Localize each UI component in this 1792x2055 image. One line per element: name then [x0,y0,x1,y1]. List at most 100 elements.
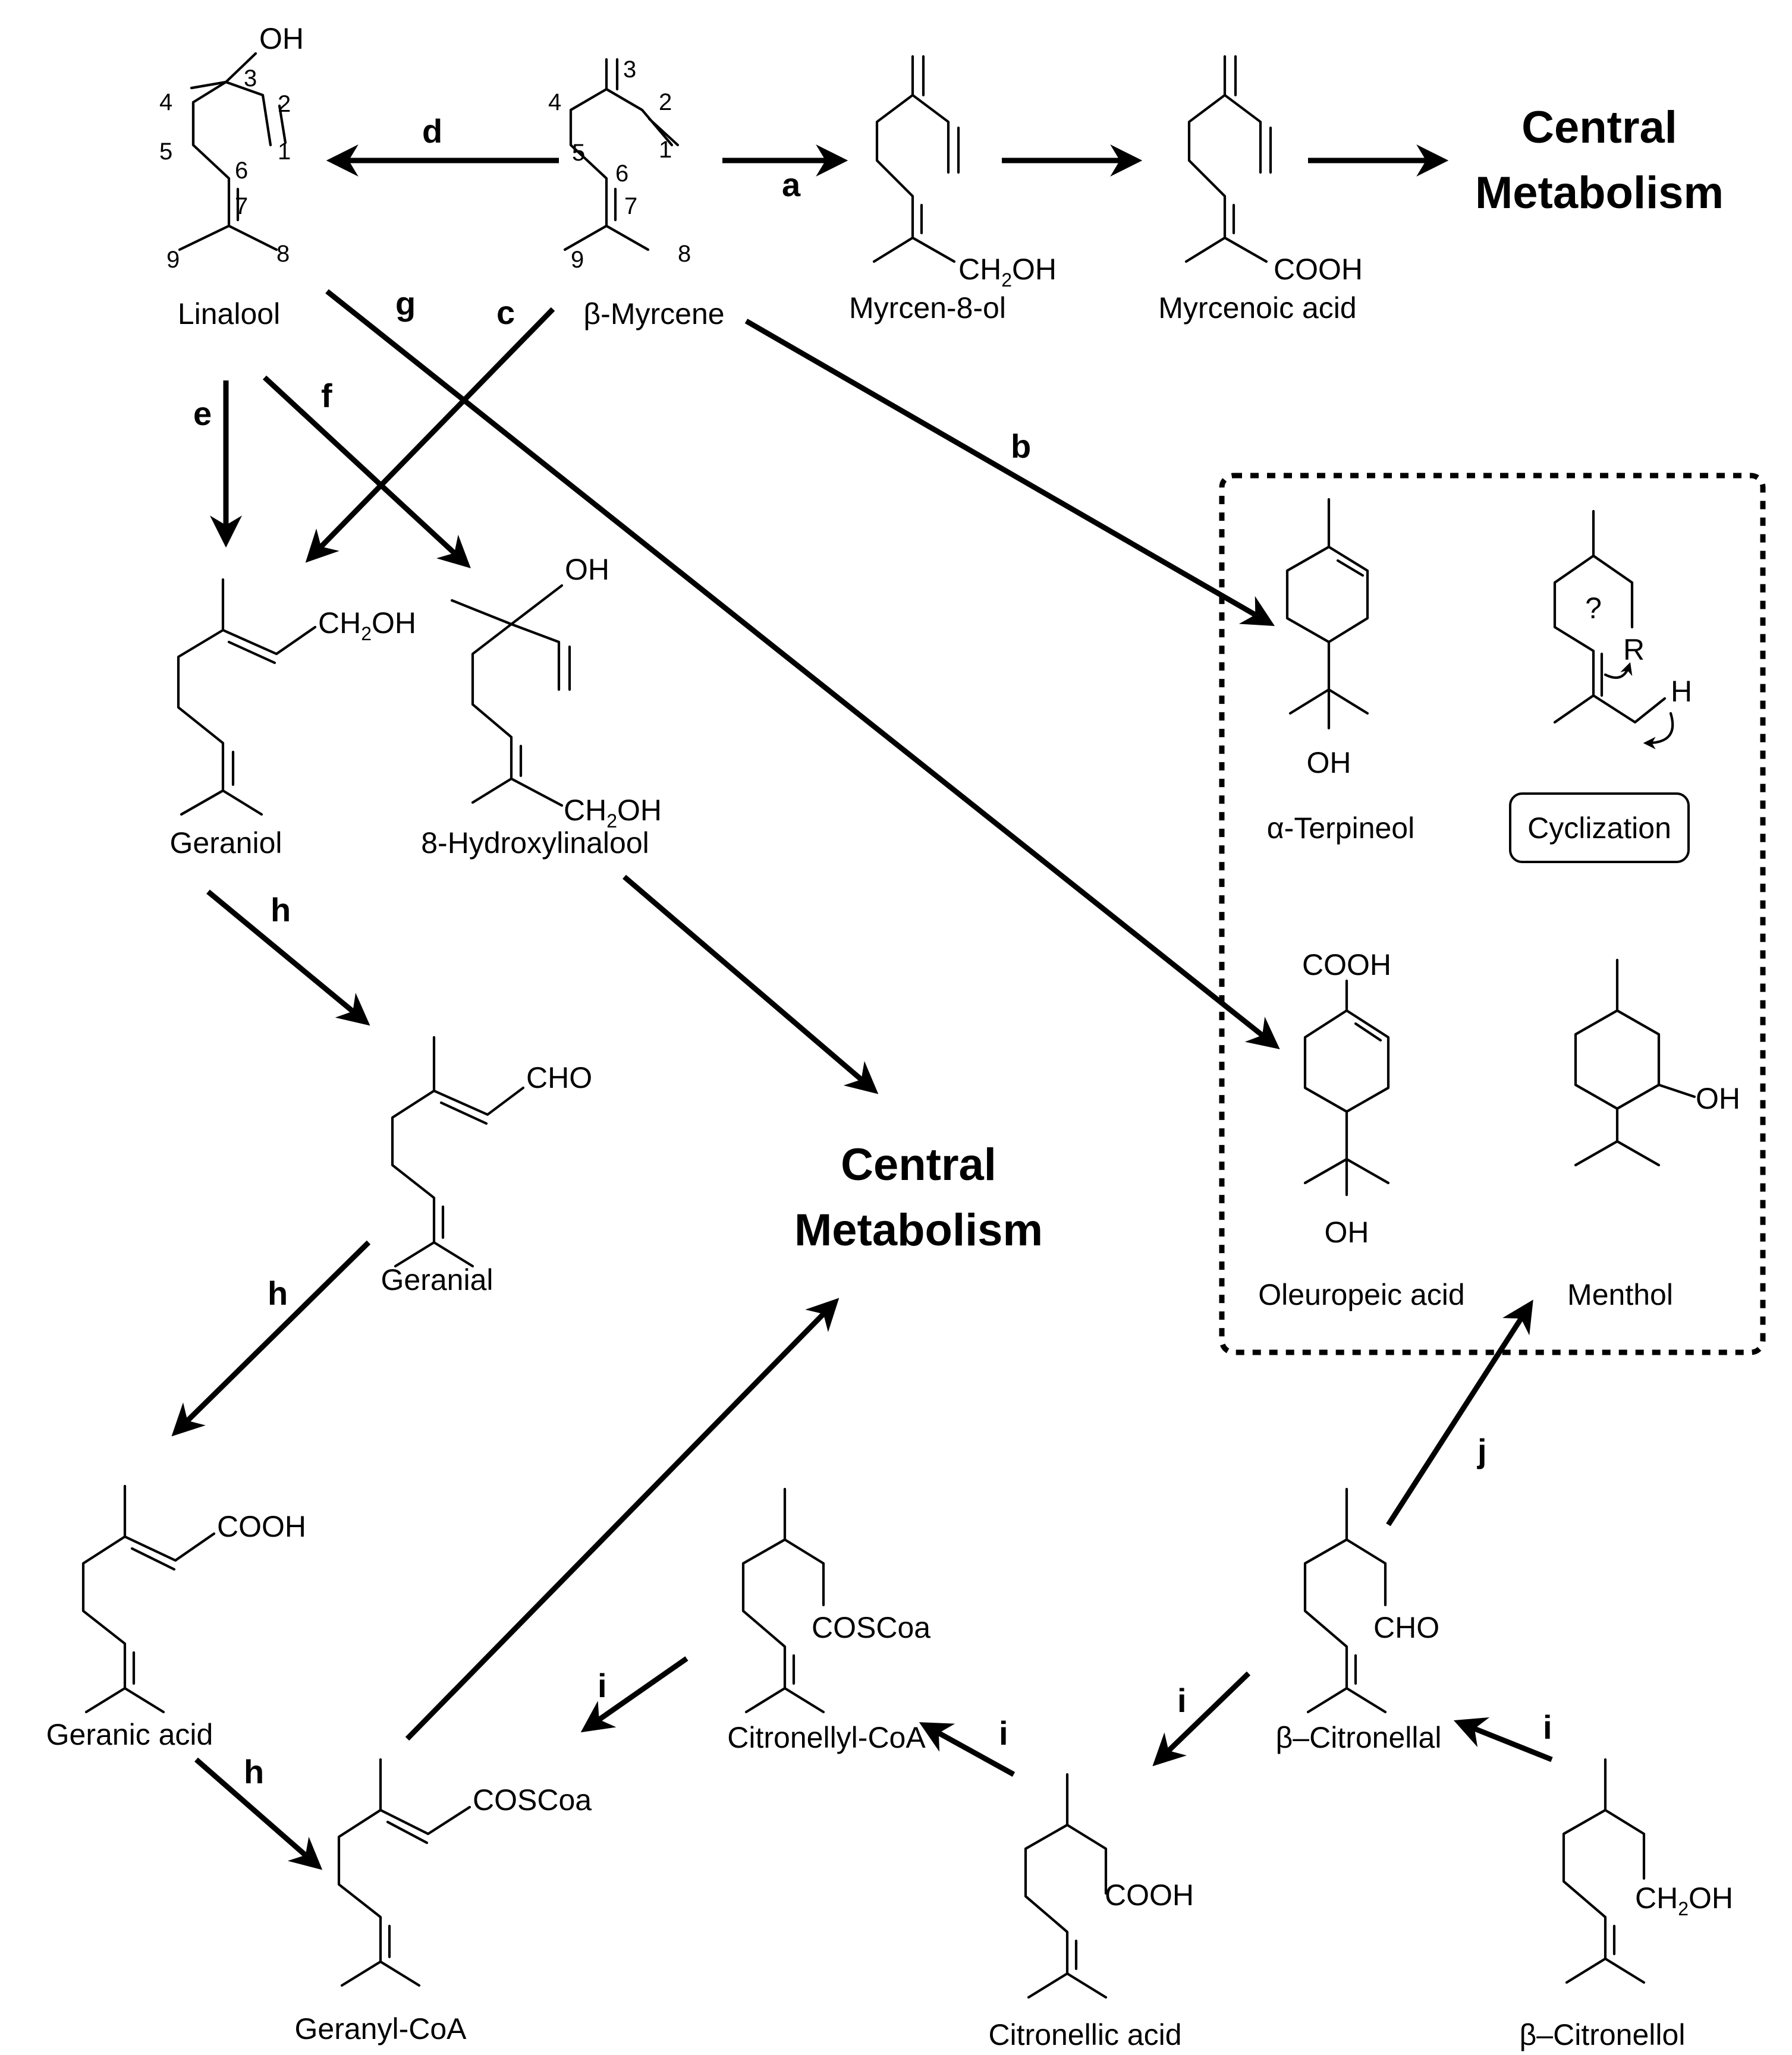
compound-label-oleuropeic-acid: Oleuropeic acid [1258,1278,1464,1311]
oh-group: OH [565,553,609,586]
ch2oh-group: CH2OH [318,606,416,644]
compound-label-geranic-acid: Geranic acid [46,1718,213,1751]
cooh-group: COOH [1302,948,1391,981]
step-label-e: e [193,395,212,432]
myrcenoic-acid-structure: COOH [1184,55,1363,286]
arrow-i2 [919,1722,1016,1777]
geranic-acid-structure: COOH [81,1484,306,1714]
atom-number: 7 [624,193,637,219]
coscoa-group: COSCoa [812,1611,930,1644]
cyclization-label: Cyclization [1527,811,1671,845]
cho-group: CHO [526,1061,592,1094]
ch2oh-group: CH2OH [958,253,1057,291]
citronellal-structure: CHO [1303,1487,1439,1714]
linalool-structure: OH 3 2 1 4 5 6 7 8 9 [159,22,304,273]
step-label-g: g [395,285,416,322]
compound-label-myrcene: β-Myrcene [583,297,724,331]
atom-number: 2 [659,89,672,115]
citronellol-structure: CH2OH [1562,1758,1733,1984]
compound-label-myrcenoic-acid: Myrcenoic acid [1158,291,1356,325]
geraniol-structure: CH2OH [177,578,416,816]
oh-group: OH [259,22,304,55]
step-label-h: h [244,1753,264,1790]
compound-label-citronellol: β–Citronellol [1520,2018,1686,2051]
step-label-h: h [271,891,291,929]
compound-label-8-hydroxylinalool: 8-Hydroxylinalool [421,826,649,860]
compound-label-citronellyl-coa: Citronellyl-CoA [727,1721,926,1754]
atom-number: 3 [244,65,257,92]
arrow-c [305,307,555,563]
reaction-arrows [171,144,1553,1870]
step-labels: a b c d e f g h h h i i i i j [193,112,1552,1790]
step-label-i: i [1543,1708,1552,1746]
atom-number: 4 [548,89,561,115]
step-label-i: i [598,1667,607,1704]
r-group: R [1623,633,1645,666]
atom-number: 4 [159,89,172,115]
arrow-h2 [171,1240,371,1437]
cyclic-products-box [1219,473,1766,1355]
atom-number: 2 [278,91,291,117]
arrow-geranylcoa-to-central [405,1298,840,1741]
atom-number: 1 [278,139,291,165]
arrow-hydroxylinalool-to-central [623,874,879,1094]
geranyl-coa-structure: COSCoa [337,1758,592,1987]
step-label-h: h [268,1274,288,1312]
atom-number: 8 [678,241,691,267]
cyclization-box [1509,792,1690,863]
step-label-b: b [1011,427,1031,465]
8-hydroxylinalool-structure: OH CH2OH [450,553,662,832]
question-mark: ? [1585,591,1602,625]
atom-number: 5 [159,139,172,165]
cooh-group: COOH [217,1510,306,1543]
arrow-h1 [206,889,370,1026]
alpha-terpineol-structure: OH [1285,498,1369,779]
central-metabolism-label: Metabolism [794,1205,1043,1255]
step-label-f: f [321,377,332,414]
step-label-d: d [422,112,442,150]
step-label-i: i [1177,1682,1187,1719]
compound-label-citronellal: β–Citronellal [1276,1721,1442,1754]
atom-number: 1 [659,137,672,163]
electron-arrow-icon [1643,712,1674,750]
step-label-i: i [999,1714,1008,1752]
oh-group: OH [1307,746,1351,779]
citronellic-acid-structure: COOH [1024,1773,1194,1999]
electron-arrow-icon [1604,662,1633,679]
step-label-j: j [1477,1432,1487,1469]
arrow-i3 [1152,1671,1251,1767]
oleuropeic-acid-structure: COOH OH [1302,948,1391,1249]
h-atom: H [1671,675,1692,708]
ch2oh-group: CH2OH [1635,1881,1733,1919]
arrow-j [1386,1299,1533,1527]
compound-label-myrcen-8-ol: Myrcen-8-ol [849,291,1006,325]
central-metabolism-label: Central [1521,102,1677,153]
cho-group: CHO [1373,1611,1439,1644]
arrow-i4 [1453,1717,1553,1763]
myrcen-8-ol-structure: CH2OH [872,55,1057,291]
atom-number: 9 [571,247,584,273]
compound-label-geranial: Geranial [381,1263,493,1296]
atom-number: 3 [623,56,636,83]
cooh-group: COOH [1105,1878,1194,1912]
compound-label-menthol: Menthol [1567,1278,1673,1311]
arrow-g [325,289,1280,1050]
coscoa-group: COSCoa [473,1783,592,1817]
arrow-i1 [580,1656,688,1733]
compound-label-geraniol: Geraniol [170,826,282,860]
myrcene-structure: 3 2 1 4 5 6 7 8 9 [548,56,691,273]
atom-number: 7 [235,193,248,219]
atom-number: 5 [572,140,585,166]
arrow-h3 [194,1757,323,1870]
cyclization-mechanism: ? R H [1509,509,1692,863]
atom-number: 6 [235,158,248,184]
compound-label-citronellic-acid: Citronellic acid [988,2018,1181,2051]
atom-number: 6 [615,161,628,187]
menthol-structure: OH [1574,958,1740,1167]
arrow-b [744,319,1275,627]
step-label-c: c [496,294,515,331]
central-metabolism-label: Metabolism [1475,168,1724,218]
atom-number: 9 [166,247,180,273]
geranial-structure: CHO [391,1036,592,1268]
